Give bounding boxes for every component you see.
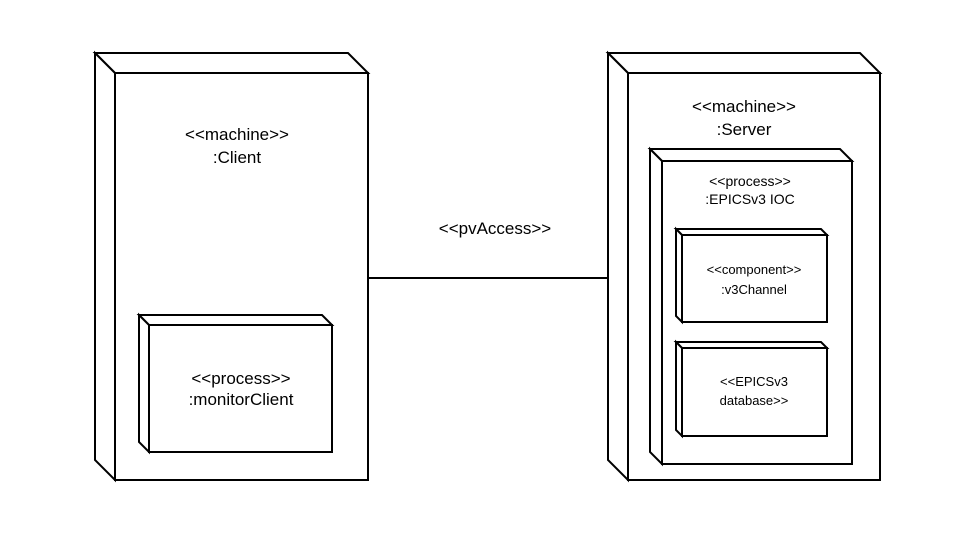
client-machine-node: <<machine>> :Client <<process>> :monitor… — [92, 50, 371, 483]
epics-ioc-stereotype: <<process>> — [709, 173, 791, 189]
epics-ioc-name: :EPICSv3 IOC — [705, 191, 794, 207]
epics-database-front-face — [681, 347, 828, 437]
client-node-stereotype: <<machine>> — [185, 125, 289, 144]
monitor-client-process-node: <<process>> :monitorClient — [136, 312, 335, 455]
v3channel-stereotype: <<component>> — [707, 262, 802, 277]
monitor-client-top-face — [136, 314, 335, 326]
client-node-side-face — [94, 50, 116, 483]
epics-database-label-line2: database>> — [720, 393, 789, 408]
server-node-side-face — [607, 50, 629, 483]
server-node-name: :Server — [717, 120, 772, 139]
server-node-top-face — [605, 52, 883, 74]
server-node-stereotype: <<machine>> — [692, 97, 796, 116]
monitor-client-name: :monitorClient — [189, 390, 294, 409]
epics-ioc-side-face — [649, 146, 663, 467]
v3channel-component-node: <<component>> :v3Channel — [673, 226, 830, 325]
server-machine-node: <<machine>> :Server <<process>> :EPICSv3… — [605, 50, 883, 483]
monitor-client-front-face — [148, 324, 333, 453]
v3channel-name: :v3Channel — [721, 282, 787, 297]
epics-database-label-line1: <<EPICSv3 — [720, 374, 788, 389]
epics-ioc-top-face — [647, 148, 855, 162]
client-node-top-face — [92, 52, 371, 74]
monitor-client-side-face — [138, 312, 150, 455]
monitor-client-stereotype: <<process>> — [191, 369, 290, 388]
epics-database-node: <<EPICSv3 database>> — [673, 339, 830, 439]
client-node-name: :Client — [213, 148, 261, 167]
epics-ioc-process-node: <<process>> :EPICSv3 IOC <<component>> :… — [647, 146, 855, 467]
v3channel-front-face — [681, 234, 828, 323]
pvaccess-connector-label: <<pvAccess>> — [439, 219, 552, 238]
